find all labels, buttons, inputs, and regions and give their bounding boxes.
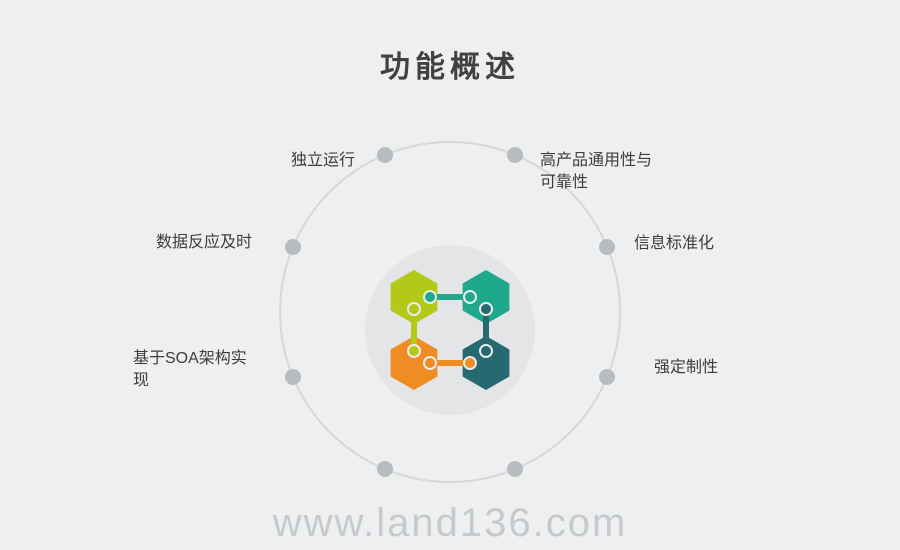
hexagon-bottom-right-icon	[462, 336, 510, 390]
center-circle	[365, 245, 535, 415]
ring-node-dot	[377, 147, 393, 163]
ring-node-dot	[285, 239, 301, 255]
ring-node-dot	[285, 369, 301, 385]
label-bottom-left: 基于SOA架构实 现	[133, 350, 247, 389]
connector-top	[423, 290, 477, 304]
connector-bottom	[423, 356, 477, 370]
ring-node-dot	[507, 147, 523, 163]
ring-nodes	[285, 147, 615, 477]
label-mid-left: 数据反应及时	[155, 234, 252, 251]
hexagon-top-left-icon	[390, 270, 438, 324]
watermark: www.land136.com	[272, 501, 628, 545]
connector-left	[407, 302, 421, 358]
outer-ring	[279, 141, 621, 483]
label-bottom-right: 强定制性	[654, 359, 719, 376]
ring-node-dot	[599, 369, 615, 385]
hexagon-top-right-icon	[462, 270, 510, 324]
label-top-right: 高产品通用性与 可靠性	[540, 152, 653, 191]
ring-node-dot	[507, 461, 523, 477]
page-title: 功能概述	[380, 51, 520, 84]
ring-node-dot	[377, 461, 393, 477]
label-top-left: 独立运行	[290, 152, 355, 169]
label-mid-right: 信息标准化	[634, 235, 715, 252]
ring-node-dot	[599, 239, 615, 255]
connector-right	[479, 302, 493, 358]
hexagon-bottom-left-icon	[390, 336, 438, 390]
